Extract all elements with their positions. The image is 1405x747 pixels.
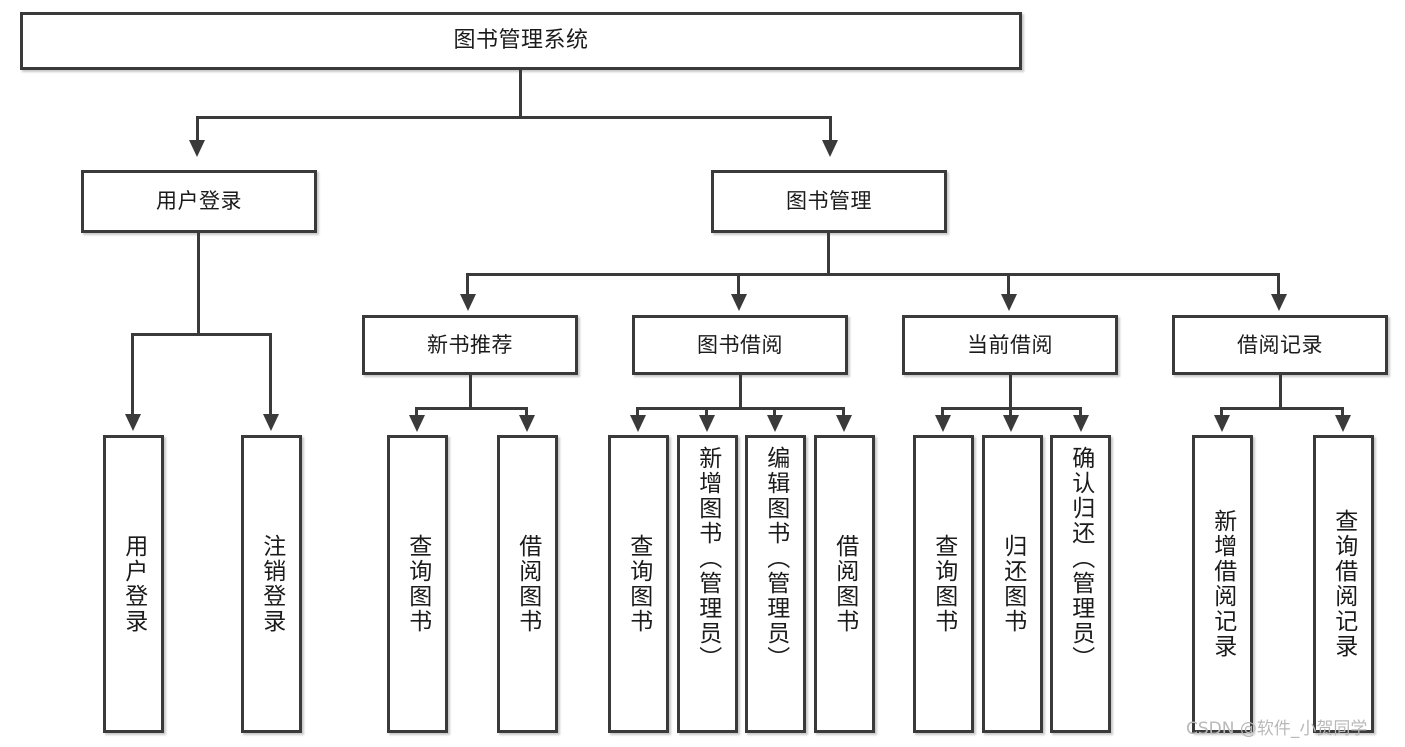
arrowhead-to-borrow-record [1271,294,1287,311]
arrowhead-book-borrow-leaf-2 [699,415,715,432]
node-root-system[interactable]: 图书管理系统 [20,12,1022,70]
node-label: 图书借阅 [697,332,783,357]
arrowhead-current-borrow-leaf-1 [935,415,951,432]
arrowhead-borrow-record-leaf-2 [1335,415,1351,432]
node-label: 查询图书 [625,534,652,634]
node-book-management[interactable]: 图书管理 [711,170,947,233]
arrowhead-book-borrow-leaf-3 [767,415,783,432]
leaf-user-login-logout[interactable]: 注销登录 [241,435,302,733]
connector-book-borrow-drop-2 [705,407,708,418]
node-new-book-recommend[interactable]: 新书推荐 [362,315,578,375]
node-label: 归还图书 [999,534,1026,634]
node-label: 新增图书（管理员） [694,446,721,671]
connector-user-login-bus [131,333,272,336]
node-label: 图书管理系统 [453,28,589,54]
connector-borrow-record-bus [1220,407,1344,410]
connector-new-book-bus [415,407,528,410]
node-label: 确认归还（管理员） [1067,446,1094,671]
arrowhead-root-to-user-login [189,140,205,157]
node-label: 图书管理 [786,189,872,214]
node-label: 新增借阅记录 [1209,509,1236,659]
node-label: 新书推荐 [427,332,513,357]
connector-root-to-book-manage [829,116,832,144]
node-borrow-record[interactable]: 借阅记录 [1172,315,1388,375]
leaf-borrow-record-add[interactable]: 新增借阅记录 [1192,435,1253,733]
node-book-borrow[interactable]: 图书借阅 [632,315,848,375]
arrowhead-current-borrow-leaf-2 [1003,415,1019,432]
connector-book-borrow-drop-1 [636,407,639,418]
connector-book-borrow-drop-4 [842,407,845,418]
node-label: 借阅图书 [514,534,541,634]
arrowhead-user-login-leaf-1 [125,414,141,431]
connector-book-manage-drop-4 [1277,273,1280,297]
arrowhead-to-current-borrow [1001,294,1017,311]
node-label: 当前借阅 [967,332,1053,357]
leaf-borrow-record-query[interactable]: 查询借阅记录 [1313,435,1374,733]
arrowhead-to-book-borrow [731,294,747,311]
connector-new-book-drop-1 [415,407,418,418]
node-label: 用户登录 [156,189,242,214]
connector-book-manage-drop-1 [466,273,469,297]
node-user-login[interactable]: 用户登录 [81,170,317,233]
node-label: 查询图书 [930,534,957,634]
node-label: 编辑图书（管理员） [762,446,789,671]
arrowhead-borrow-record-leaf-1 [1214,415,1230,432]
connector-current-borrow-stem [1009,375,1012,409]
connector-book-borrow-drop-3 [773,407,776,418]
arrowhead-book-borrow-leaf-4 [836,415,852,432]
leaf-current-borrow-confirm-return[interactable]: 确认归还（管理员） [1050,435,1111,733]
connector-current-borrow-drop-3 [1079,407,1082,418]
connector-book-manage-drop-3 [1007,273,1010,297]
connector-new-book-stem [469,375,472,409]
leaf-new-book-borrow[interactable]: 借阅图书 [497,435,558,733]
node-label: 注销登录 [258,534,285,634]
connector-new-book-drop-2 [525,407,528,418]
leaf-current-borrow-query[interactable]: 查询图书 [913,435,974,733]
connector-current-borrow-drop-1 [941,407,944,418]
node-label: 借阅记录 [1237,332,1323,357]
connector-book-manage-bus [466,273,1278,276]
arrowhead-book-borrow-leaf-1 [630,415,646,432]
leaf-current-borrow-return[interactable]: 归还图书 [982,435,1043,733]
node-current-borrow[interactable]: 当前借阅 [902,315,1118,375]
connector-borrow-record-stem [1279,375,1282,409]
connector-book-manage-drop-2 [737,273,740,297]
connector-current-borrow-drop-2 [1009,407,1012,418]
node-label: 用户登录 [120,534,147,634]
leaf-book-borrow-edit[interactable]: 编辑图书（管理员） [745,435,806,733]
connector-user-login-drop-1 [131,333,134,417]
connector-root-bus [196,116,832,119]
connector-book-borrow-stem [739,375,742,409]
arrowhead-new-book-leaf-2 [519,415,535,432]
arrowhead-root-to-book-manage [822,140,838,157]
connector-book-manage-stem [827,233,830,275]
leaf-user-login-login[interactable]: 用户登录 [103,435,164,733]
connector-root-stem [519,70,522,118]
connector-user-login-stem [197,233,200,335]
leaf-book-borrow-borrow[interactable]: 借阅图书 [814,435,875,733]
node-label: 查询借阅记录 [1330,509,1357,659]
node-label: 借阅图书 [831,534,858,634]
leaf-book-borrow-query[interactable]: 查询图书 [608,435,669,733]
leaf-new-book-query[interactable]: 查询图书 [387,435,448,733]
leaf-book-borrow-add[interactable]: 新增图书（管理员） [677,435,738,733]
arrowhead-user-login-leaf-2 [263,414,279,431]
connector-user-login-drop-2 [269,333,272,417]
connector-borrow-record-drop-1 [1220,407,1223,418]
connector-borrow-record-drop-2 [1341,407,1344,418]
arrowhead-to-new-book-recommend [460,294,476,311]
arrowhead-new-book-leaf-1 [409,415,425,432]
connector-root-to-user-login [196,116,199,144]
node-label: 查询图书 [404,534,431,634]
connector-book-borrow-bus [636,407,845,410]
arrowhead-current-borrow-leaf-3 [1073,415,1089,432]
